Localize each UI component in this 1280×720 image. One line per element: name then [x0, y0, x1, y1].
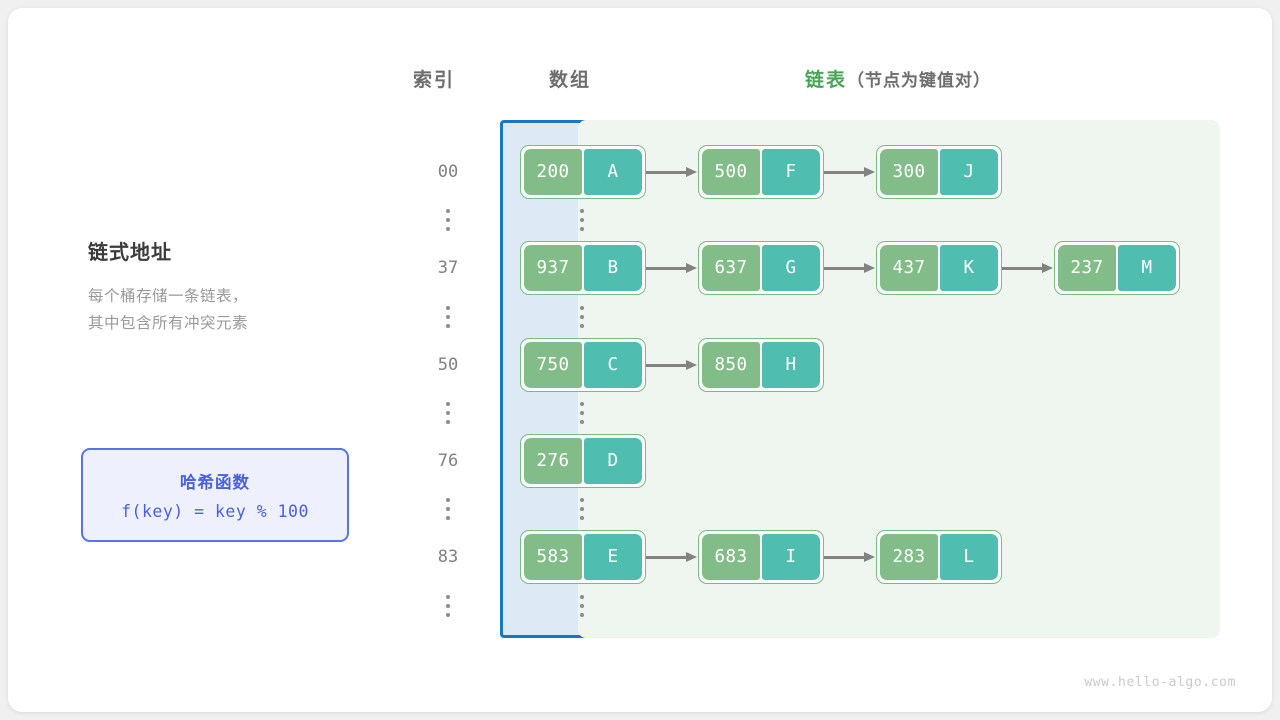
bucket-index-label: 83	[437, 547, 459, 567]
chain-arrow-icon	[646, 262, 698, 274]
ellipsis-row	[8, 199, 1272, 241]
node-value: C	[584, 342, 642, 388]
node-value: K	[940, 245, 998, 291]
node-key: 300	[880, 149, 938, 195]
column-header-linked-list-sub: （节点为键值对）	[847, 71, 992, 90]
chain-arrow-icon	[824, 166, 876, 178]
vertical-ellipsis-icon	[572, 199, 592, 241]
hash-function-title: 哈希函数	[180, 474, 250, 492]
node-key: 500	[702, 149, 760, 195]
node-key: 637	[702, 245, 760, 291]
vertical-ellipsis-icon	[572, 488, 592, 530]
hash-function-formula: f(key) = key % 100	[121, 502, 309, 521]
chain-arrow-icon	[646, 359, 698, 371]
chain-arrow-icon	[824, 551, 876, 563]
node-value: I	[762, 534, 820, 580]
vertical-ellipsis-icon	[572, 585, 592, 627]
column-header-array: 数组	[549, 70, 592, 91]
vertical-ellipsis-icon	[572, 296, 592, 338]
ellipsis-row	[8, 585, 1272, 627]
vertical-ellipsis-icon	[438, 392, 458, 434]
chain-arrow-icon	[646, 166, 698, 178]
panel-description-line-1: 每个桶存储一条链表，	[88, 288, 249, 305]
node-value: F	[762, 149, 820, 195]
node-key: 850	[702, 342, 760, 388]
bucket-index-label: 50	[437, 355, 459, 375]
node-key: 583	[524, 534, 582, 580]
vertical-ellipsis-icon	[438, 296, 458, 338]
vertical-ellipsis-icon	[438, 199, 458, 241]
node-value: H	[762, 342, 820, 388]
chain-arrow-icon	[646, 551, 698, 563]
panel-title: 链式地址	[88, 242, 172, 264]
chain-arrow-icon	[1002, 262, 1054, 274]
node-value: G	[762, 245, 820, 291]
hash-function-box: 哈希函数 f(key) = key % 100	[81, 448, 349, 542]
node-value: L	[940, 534, 998, 580]
column-header-linked-list: 链表（节点为键值对）	[805, 65, 991, 92]
node-key: 683	[702, 534, 760, 580]
node-value: A	[584, 149, 642, 195]
node-key: 283	[880, 534, 938, 580]
vertical-ellipsis-icon	[438, 585, 458, 627]
node-value: E	[584, 534, 642, 580]
node-key: 437	[880, 245, 938, 291]
watermark: www.hello-algo.com	[1084, 675, 1236, 690]
ellipsis-row	[8, 296, 1272, 338]
bucket-index-label: 37	[437, 258, 459, 278]
node-value: D	[584, 438, 642, 484]
node-key: 276	[524, 438, 582, 484]
column-header-linked-list-strong: 链表	[805, 70, 848, 91]
node-value: M	[1118, 245, 1176, 291]
node-key: 200	[524, 149, 582, 195]
vertical-ellipsis-icon	[572, 392, 592, 434]
ellipsis-row	[8, 392, 1272, 434]
explanation-panel: 链式地址 每个桶存储一条链表， 其中包含所有冲突元素	[88, 236, 378, 337]
node-value: J	[940, 149, 998, 195]
node-key: 237	[1058, 245, 1116, 291]
panel-description-line-2: 其中包含所有冲突元素	[88, 315, 249, 332]
bucket-index-label: 76	[437, 451, 459, 471]
ellipsis-row	[8, 488, 1272, 530]
bucket-index-label: 00	[437, 162, 459, 182]
diagram-card: 索引 数组 链表（节点为键值对） 链式地址 每个桶存储一条链表， 其中包含所有冲…	[8, 8, 1272, 712]
node-key: 750	[524, 342, 582, 388]
vertical-ellipsis-icon	[438, 488, 458, 530]
node-value: B	[584, 245, 642, 291]
column-header-index: 索引	[413, 70, 456, 91]
node-key: 937	[524, 245, 582, 291]
chain-arrow-icon	[824, 262, 876, 274]
